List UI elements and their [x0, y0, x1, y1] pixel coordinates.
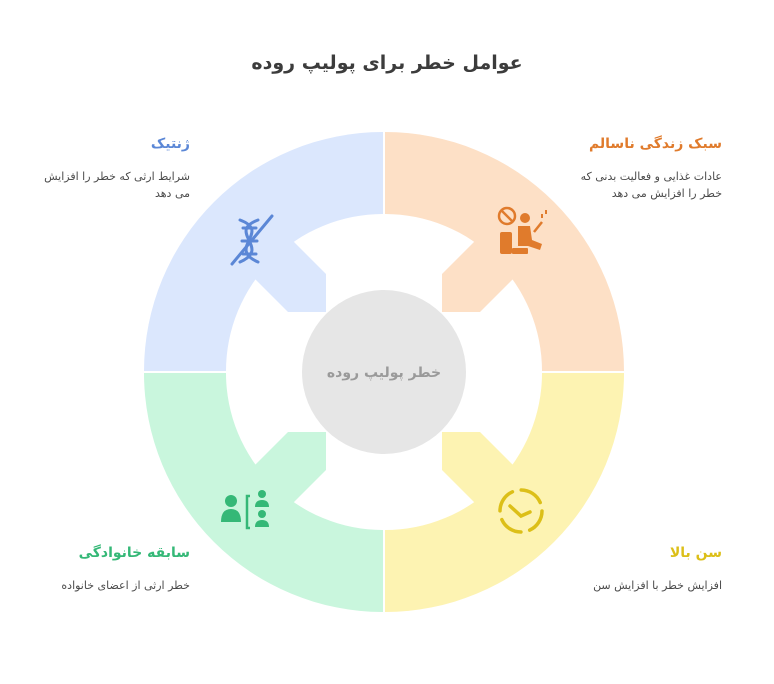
dna-crossed-icon — [230, 214, 274, 266]
age-label: سن بالا افزایش خطر با افزایش سن — [572, 545, 722, 594]
center-circle — [302, 290, 466, 454]
family-history-title: سابقه خانوادگی — [78, 545, 190, 561]
unhealthy-lifestyle-icon — [497, 206, 547, 254]
genetics-desc: شرایط ارثی که خطر را افزایش می دهد — [44, 170, 190, 200]
center-label: خطر پولیپ روده — [327, 365, 441, 381]
lifestyle-desc: عادات غذایی و فعالیت بدنی که خطر را افزا… — [580, 170, 722, 200]
page-title: عوامل خطر برای پولیپ روده — [251, 52, 523, 74]
age-desc: افزایش خطر با افزایش سن — [593, 579, 722, 592]
arrow-lifestyle — [442, 218, 536, 312]
lifestyle-label: سبک زندگی ناسالم عادات غذایی و فعالیت بد… — [572, 136, 722, 202]
age-title: سن بالا — [669, 545, 722, 561]
arrow-family-history — [232, 432, 326, 526]
genetics-label: ژنتیک شرایط ارثی که خطر را افزایش می دهد — [40, 136, 190, 202]
arrow-age — [442, 432, 536, 526]
family-history-desc: خطر ارثی از اعضای خانواده — [61, 579, 190, 592]
lifestyle-title: سبک زندگی ناسالم — [588, 136, 722, 152]
family-history-label: سابقه خانوادگی خطر ارثی از اعضای خانواده — [40, 545, 190, 594]
family-icon — [221, 490, 269, 530]
genetics-title: ژنتیک — [150, 136, 190, 152]
clock-age-icon — [498, 488, 544, 534]
